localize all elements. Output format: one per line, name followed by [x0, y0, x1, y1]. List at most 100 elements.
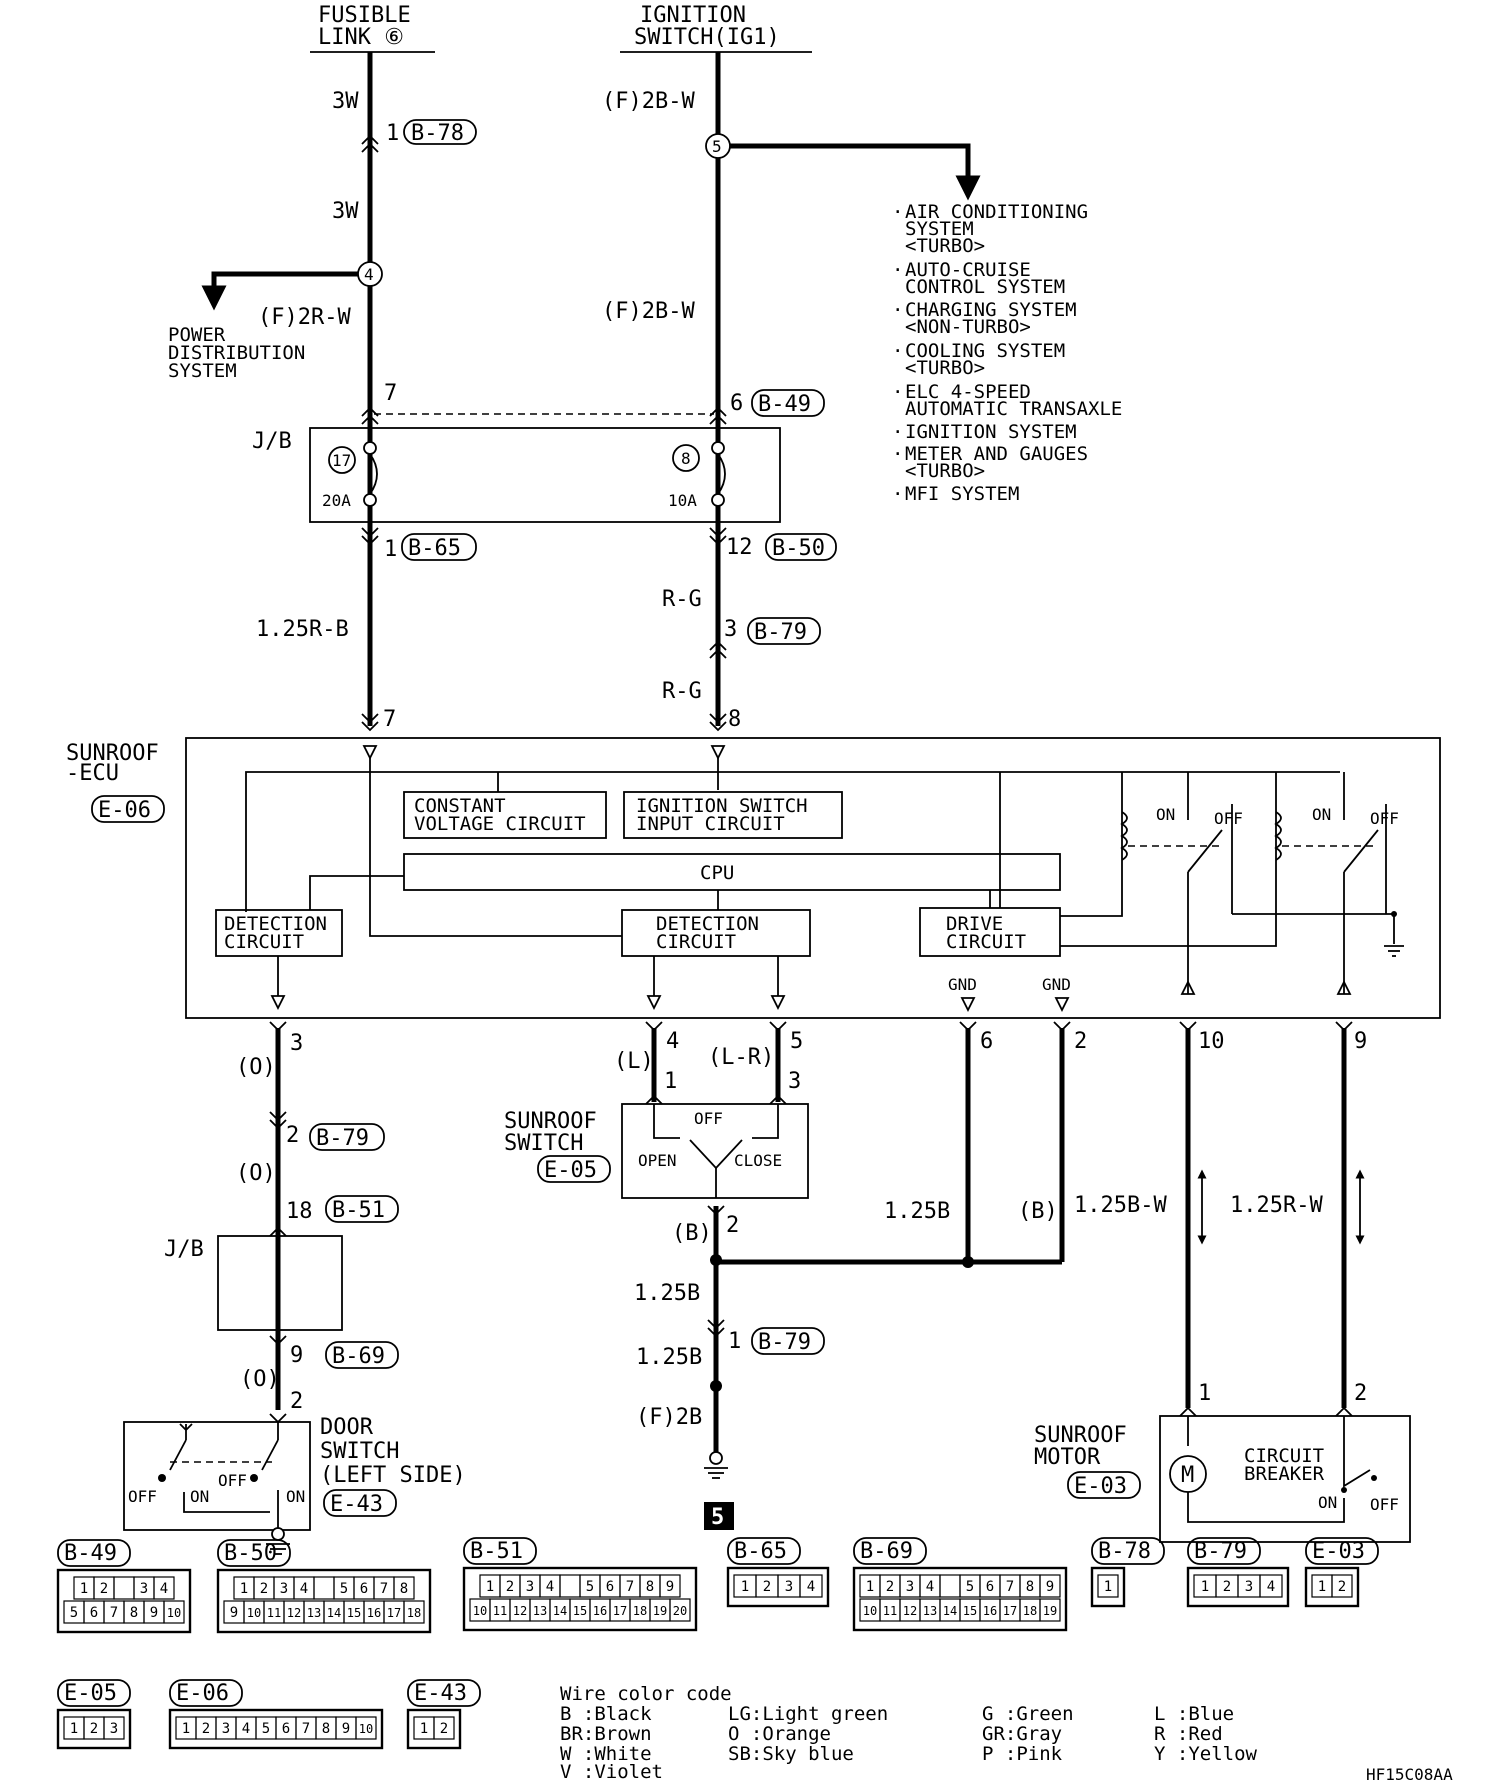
svg-text:LINK ⑥: LINK ⑥	[318, 25, 404, 50]
svg-text:1.25B: 1.25B	[634, 1281, 700, 1306]
svg-text:OFF: OFF	[218, 1471, 247, 1490]
svg-text:2: 2	[726, 1213, 739, 1238]
pin-cell	[433, 1716, 455, 1740]
svg-text:AUTOMATIC TRANSAXLE: AUTOMATIC TRANSAXLE	[905, 398, 1122, 420]
svg-text:B-65: B-65	[408, 536, 461, 561]
pin-label: 7	[1006, 1579, 1014, 1595]
svg-text:CIRCUIT: CIRCUIT	[1244, 1445, 1324, 1467]
svg-text:V :Violet: V :Violet	[560, 1761, 663, 1782]
door-switch-circuit: 3 (O) 2 B-79 (O) 18 B-51 J/B 9 B-69 (O) …	[123, 1021, 466, 1555]
svg-text:6: 6	[730, 391, 743, 416]
svg-text:3: 3	[788, 1069, 801, 1094]
pin-label: 5	[340, 1581, 348, 1597]
pin-cell	[153, 1576, 175, 1600]
pin-label: 1	[420, 1721, 428, 1737]
pin-label: 4	[546, 1579, 554, 1595]
svg-text:·: ·	[892, 299, 903, 321]
svg-text:1: 1	[664, 1069, 677, 1094]
wire-color-code: Wire color code B :Black BR:Brown W :Whi…	[560, 1683, 1258, 1782]
wire-ignition-branch: (F)2B-W 5 (F)2B-W 6 B-49	[602, 52, 981, 726]
svg-text:·: ·	[892, 421, 903, 443]
fusible-link-label: FUSIBLE LINK ⑥	[310, 3, 435, 53]
pin-label: 4	[1267, 1579, 1275, 1595]
pin-label: 16	[593, 1604, 607, 1618]
pin-label: 3	[1245, 1579, 1253, 1595]
pin-label: 14	[327, 1606, 341, 1620]
ignition-switch-label: IGNITION SWITCH(IG1)	[620, 3, 812, 53]
pin-label: 9	[1046, 1579, 1054, 1595]
pin-label: 8	[400, 1581, 408, 1597]
svg-text:ELC 4-SPEED: ELC 4-SPEED	[905, 381, 1031, 403]
pin-label: 1	[866, 1579, 874, 1595]
svg-text:12: 12	[726, 535, 753, 560]
connector-face-label: E-06	[176, 1681, 229, 1706]
pin-label: 14	[943, 1604, 957, 1618]
svg-text:IGNITION SWITCH: IGNITION SWITCH	[636, 795, 808, 817]
svg-text:(O): (O)	[236, 1055, 276, 1080]
pin-label: 3	[222, 1721, 230, 1737]
svg-text:MFI SYSTEM: MFI SYSTEM	[905, 483, 1019, 505]
svg-text:ON: ON	[190, 1487, 209, 1506]
svg-text:CONSTANT: CONSTANT	[414, 795, 506, 817]
svg-text:17: 17	[332, 451, 351, 470]
svg-text:G :Green: G :Green	[982, 1703, 1074, 1725]
svg-text:OFF: OFF	[1214, 809, 1243, 828]
svg-text:SUNROOF: SUNROOF	[504, 1109, 597, 1134]
pin-label: 8	[1026, 1579, 1034, 1595]
svg-text:1: 1	[386, 121, 399, 146]
svg-text:AUTO-CRUISE: AUTO-CRUISE	[905, 259, 1031, 281]
pin-label: 10	[473, 1604, 487, 1618]
pin-label: 8	[130, 1605, 138, 1621]
pin-label: 20	[673, 1604, 687, 1618]
svg-text:1: 1	[384, 537, 397, 562]
svg-text:·: ·	[892, 483, 903, 505]
svg-text:SYSTEM: SYSTEM	[168, 360, 237, 382]
svg-text:J/B: J/B	[252, 429, 292, 454]
svg-text:B :Black: B :Black	[560, 1703, 652, 1725]
pin-label: 9	[230, 1605, 238, 1621]
pin-label: 10	[359, 1722, 373, 1736]
pin-label: 11	[883, 1604, 897, 1618]
svg-text:8: 8	[681, 449, 691, 468]
pin-cell	[313, 1576, 335, 1600]
svg-text:CIRCUIT: CIRCUIT	[946, 931, 1026, 953]
svg-text:GND: GND	[1042, 975, 1071, 994]
svg-text:GR:Gray: GR:Gray	[982, 1723, 1062, 1745]
pin-cell	[669, 1598, 691, 1622]
svg-text:5: 5	[790, 1029, 803, 1054]
svg-text:CHARGING SYSTEM: CHARGING SYSTEM	[905, 299, 1077, 321]
pin-cell	[799, 1574, 823, 1598]
svg-text:1.25B: 1.25B	[884, 1199, 950, 1224]
pin-label: 10	[167, 1606, 181, 1620]
svg-text:·: ·	[892, 340, 903, 362]
figure-code: HF15C08AA	[1366, 1765, 1453, 1782]
svg-text:B-79: B-79	[758, 1330, 811, 1355]
sunroof-ecu: SUNROOF -ECU E-06 CONSTANT VOLTAGE CIRCU…	[66, 737, 1441, 1019]
pin-label: 15	[573, 1604, 587, 1618]
pin-label: 13	[533, 1604, 547, 1618]
svg-text:E-43: E-43	[330, 1492, 383, 1517]
svg-text:FUSIBLE: FUSIBLE	[318, 3, 411, 28]
svg-text:9: 9	[1354, 1029, 1367, 1054]
pin-label: 15	[963, 1604, 977, 1618]
pin-label: 2	[1338, 1579, 1346, 1595]
pin-label: 19	[1043, 1604, 1057, 1618]
sunroof-switch-circuit: 4 5 (L) (L-R) 1 3 SUNROOF SWITCH E-05 OF…	[504, 1021, 825, 1530]
svg-text:BREAKER: BREAKER	[1244, 1463, 1325, 1485]
svg-text:CIRCUIT: CIRCUIT	[224, 931, 304, 953]
svg-text:·: ·	[892, 201, 903, 223]
svg-text:(F)2B-W: (F)2B-W	[602, 299, 695, 324]
svg-text:L :Blue: L :Blue	[1154, 1703, 1234, 1725]
pin-label: 9	[666, 1579, 674, 1595]
connector-face-label: B-69	[860, 1539, 913, 1564]
svg-text:OFF: OFF	[1370, 1495, 1399, 1514]
pin-label: 4	[926, 1579, 934, 1595]
connector-ref-e05: E-05	[537, 1155, 611, 1183]
connector-face-label: B-78	[1098, 1539, 1151, 1564]
pin-label: 3	[110, 1721, 118, 1737]
svg-text:1.25B: 1.25B	[636, 1345, 702, 1370]
junction-block-top: J/B 17 8 20A 10A	[252, 413, 781, 523]
pin-label: 19	[653, 1604, 667, 1618]
